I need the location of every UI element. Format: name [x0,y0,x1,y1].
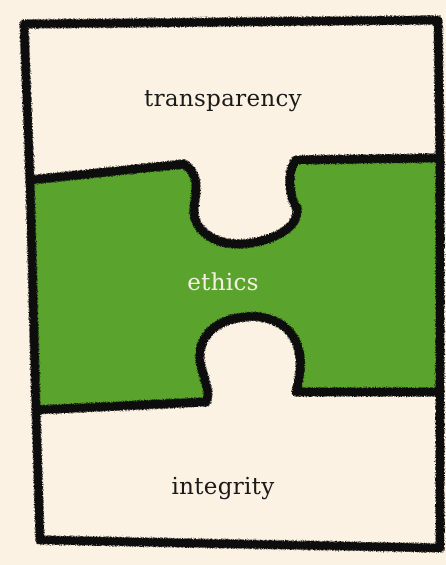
label-integrity: integrity [171,474,275,500]
label-ethics: ethics [187,270,259,296]
puzzle-piece-bottom [31,312,445,553]
label-transparency: transparency [144,86,302,112]
